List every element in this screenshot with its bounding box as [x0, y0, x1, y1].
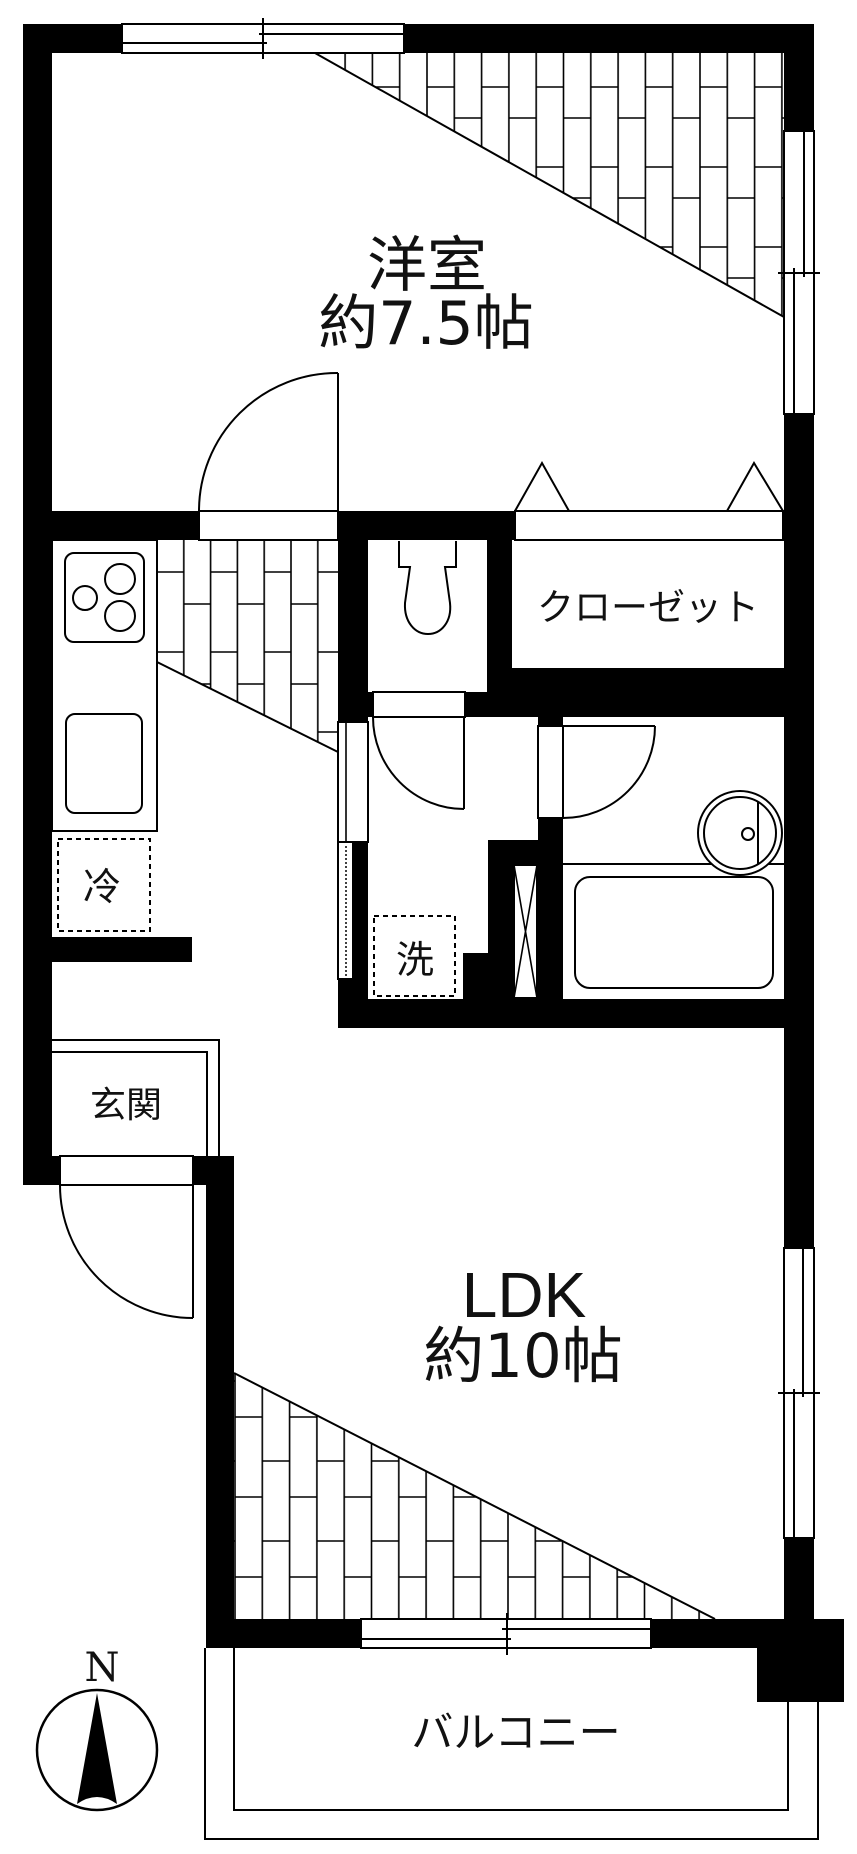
south-wall-right [651, 1619, 757, 1648]
entrance-label: 玄関 [90, 1085, 162, 1126]
closet-label: クローゼット [537, 586, 759, 629]
refrigerator-label: 冷 [83, 865, 121, 909]
toilet-sill-left [368, 692, 373, 717]
east-wall-lower [784, 1538, 814, 1619]
bath-south-wall [338, 999, 784, 1028]
bathtub-icon [574, 876, 774, 989]
door-swing-icon [372, 716, 465, 810]
compass-north-label: N [85, 1645, 120, 1691]
closet-door [514, 460, 784, 541]
window-north [121, 18, 405, 59]
shelf-head [488, 840, 538, 865]
kitchen-counter [51, 539, 158, 832]
bedroom-door [198, 371, 339, 541]
washing-machine-space: 洗 [373, 915, 456, 997]
refrigerator-space: 冷 [57, 838, 151, 932]
toilet-door [372, 691, 466, 810]
toilet-sill-right [465, 692, 487, 717]
door-swing-icon [198, 371, 339, 512]
flooring-hatch-western-room [314, 52, 785, 318]
flooring-hatch-kitchen [156, 540, 339, 753]
toilet-east-wall [487, 540, 512, 668]
sliding-door-jamb [353, 842, 368, 979]
entrance-step [52, 1039, 220, 1156]
corner-column [757, 1619, 844, 1702]
sink-icon [65, 713, 143, 814]
window-east-bedroom [778, 130, 820, 415]
north-wall-left [23, 24, 122, 53]
unit-bath [563, 790, 784, 989]
folding-door-icon [514, 460, 784, 512]
bath-partition [538, 818, 563, 999]
flooring-hatch-ldk [233, 1372, 716, 1620]
ldk-west-wall [206, 1156, 234, 1648]
washing-machine-label: 洗 [396, 938, 434, 982]
shelf-side [488, 865, 514, 999]
bedroom-south-wall-left [52, 511, 199, 540]
north-wall-right [404, 24, 814, 53]
closet-south-wall [487, 668, 784, 717]
bath-door-head [538, 717, 563, 726]
window-south-ldk [360, 1613, 652, 1655]
washroom-sliding-door [337, 721, 369, 980]
east-wall-middle [784, 414, 814, 1248]
western-room-area: 約7.5帖 [318, 289, 533, 359]
laundry-step-wall [463, 953, 488, 999]
entrance-door [59, 1155, 194, 1319]
toilet-west-wall [338, 540, 368, 722]
western-room-name: 洋室 [367, 231, 487, 301]
walls [23, 24, 844, 1702]
balcony-label: バルコニー [411, 1708, 620, 1757]
east-wall-upper [784, 24, 814, 131]
door-swing-icon [562, 725, 656, 819]
compass-icon: N [35, 1645, 159, 1812]
bedroom-south-wall-right [338, 511, 515, 540]
west-wall [23, 24, 52, 1185]
stove-icon [64, 552, 145, 643]
kitchen-stub-wall [52, 937, 192, 962]
window-east-ldk [778, 1247, 820, 1539]
north-arrow-icon [77, 1693, 117, 1804]
ldk-name: LDK [462, 1259, 587, 1331]
door-swing-icon [59, 1184, 194, 1319]
washbasin-icon [697, 790, 783, 876]
storage-shelf [513, 864, 538, 999]
ldk-area: 約10帖 [423, 1321, 623, 1392]
balcony-outline [204, 1648, 819, 1840]
entry-wall-left [52, 1156, 60, 1185]
bathroom-door [537, 725, 656, 819]
toilet-icon [398, 541, 457, 636]
entry-wall-block [193, 1156, 234, 1185]
